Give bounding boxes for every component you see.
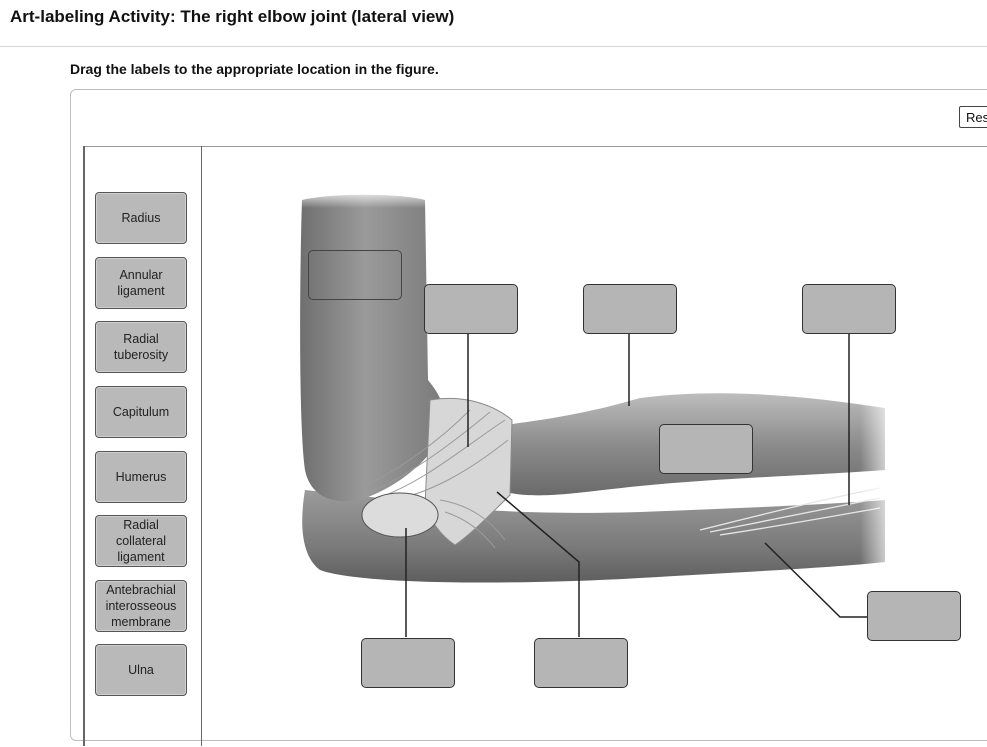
drop-target-3[interactable] <box>583 284 677 334</box>
instructions-text: Drag the labels to the appropriate locat… <box>70 61 439 77</box>
drop-target-7[interactable] <box>361 638 455 688</box>
humerus-shape <box>300 194 445 502</box>
label-chip-humerus[interactable]: Humerus <box>95 451 187 503</box>
label-chip-ulna[interactable]: Ulna <box>95 644 187 696</box>
drop-target-8[interactable] <box>534 638 628 688</box>
label-chip-text: Ulna <box>128 663 154 677</box>
leader-lines <box>405 334 867 637</box>
drop-target-4[interactable] <box>802 284 896 334</box>
drop-target-1[interactable] <box>308 250 402 300</box>
elbow-joint-figure <box>295 188 900 637</box>
work-area <box>83 146 987 747</box>
reset-button[interactable]: Reset <box>959 106 987 128</box>
label-chip-text: Humerus <box>115 470 167 484</box>
label-chip-text: Capitulum <box>112 405 170 419</box>
label-chip-radius[interactable]: Radius <box>95 192 187 244</box>
page-title: Art-labeling Activity: The right elbow j… <box>10 7 455 26</box>
drop-target-6[interactable] <box>867 591 961 641</box>
annular-ligament-shape <box>424 397 513 546</box>
label-chip-capitulum[interactable]: Capitulum <box>95 386 187 438</box>
capitulum-shape <box>361 492 439 538</box>
title-divider <box>0 46 987 47</box>
drop-target-2[interactable] <box>424 284 518 334</box>
label-chip-text: Radius <box>121 211 161 225</box>
drop-target-5[interactable] <box>659 424 753 474</box>
label-bank <box>83 146 202 746</box>
